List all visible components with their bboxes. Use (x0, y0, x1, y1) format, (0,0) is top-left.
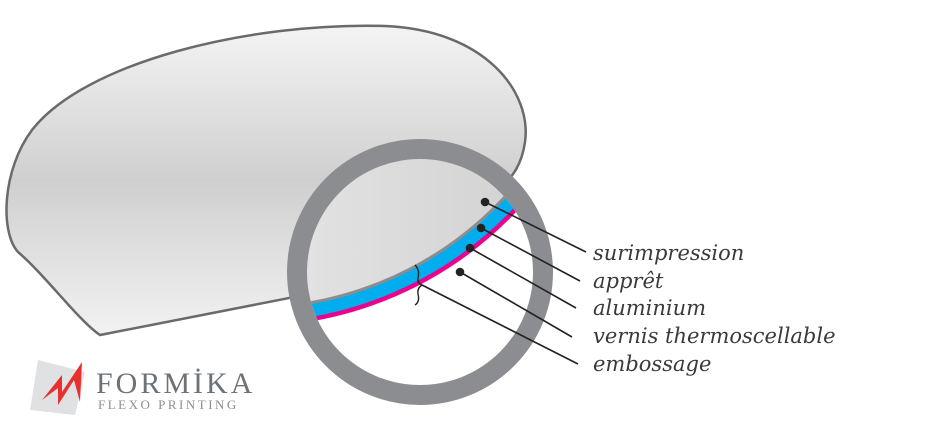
formika-logo: FORMİKA FLEXO PRINTING (30, 360, 255, 415)
pouch-shape (5, 24, 527, 337)
logo-name: FORMİKA (96, 367, 255, 400)
label-vernis: vernis thermoscellable (593, 324, 836, 348)
label-appret: apprêt (593, 269, 664, 293)
leader-lines (414, 197, 587, 365)
magnifier-ring (287, 139, 553, 405)
label-surimpression: surimpression (593, 241, 744, 265)
label-embossage: embossage (593, 352, 711, 376)
label-aluminium: aluminium (593, 296, 706, 320)
logo-tagline: FLEXO PRINTING (98, 397, 239, 412)
